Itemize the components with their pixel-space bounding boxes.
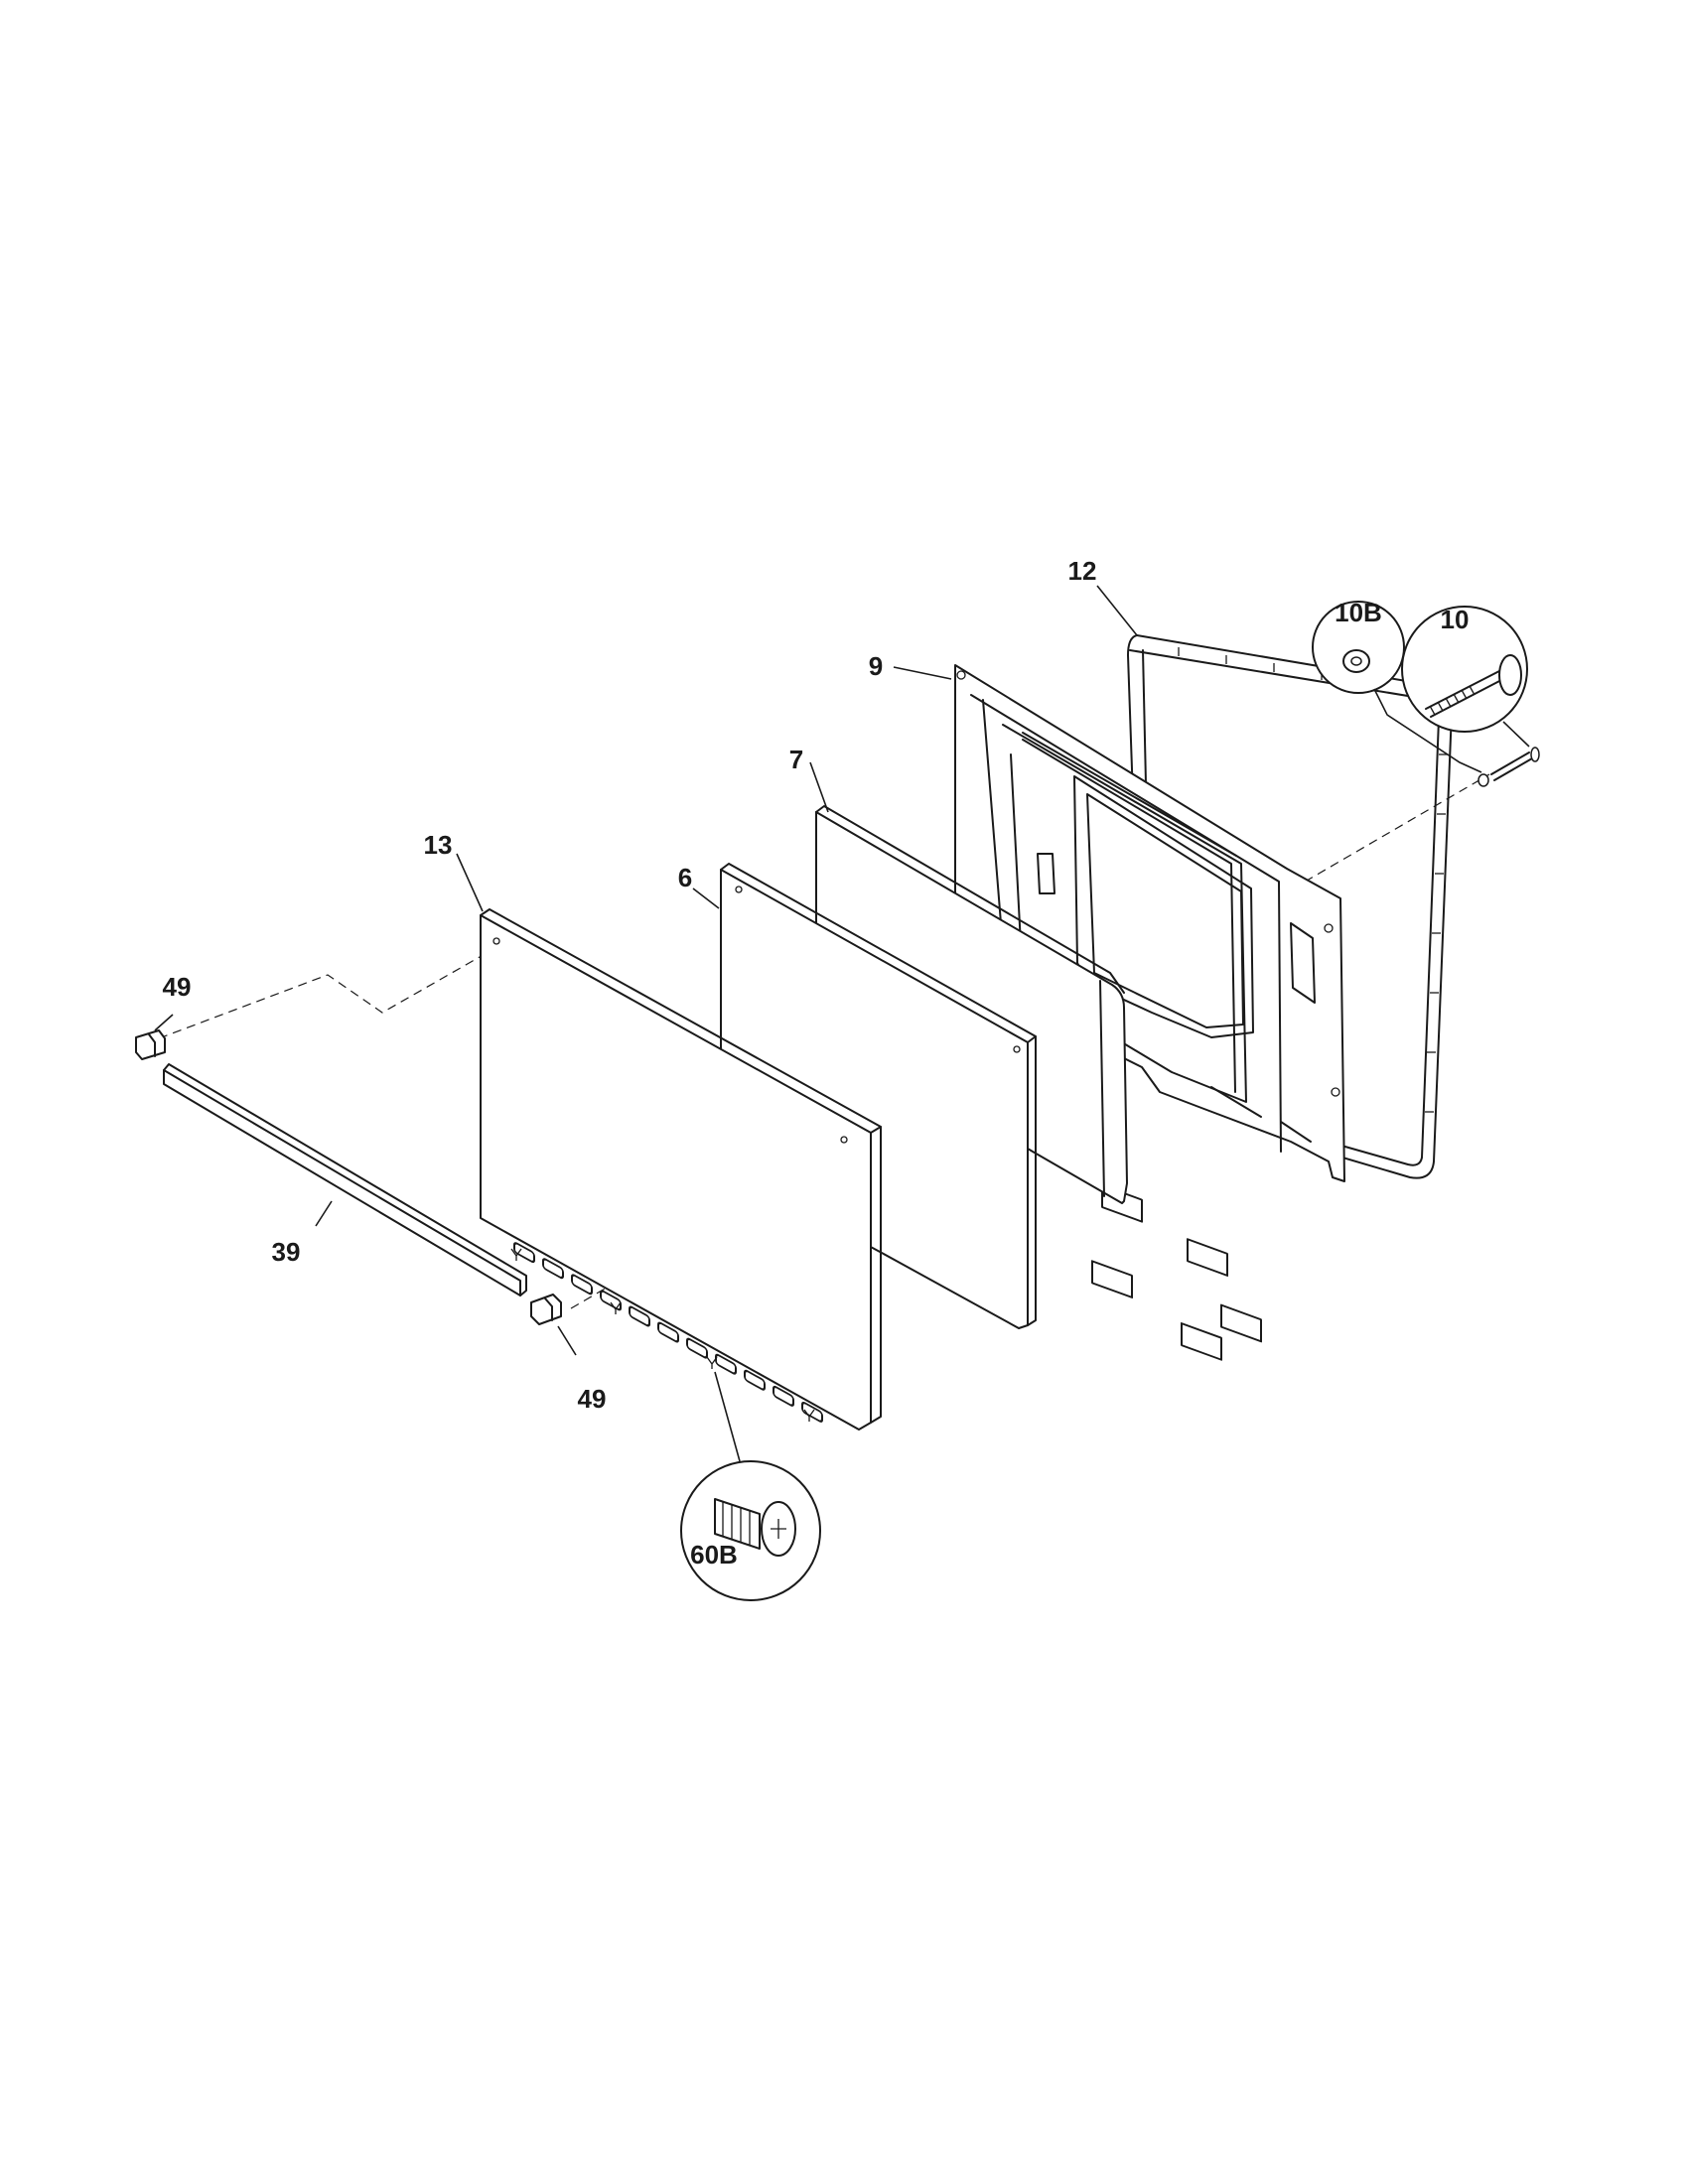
label-49-bottom: 49 [578, 1384, 607, 1414]
trim-strip[interactable] [163, 1063, 527, 1297]
label-60B: 60B [690, 1540, 738, 1570]
label-9: 9 [869, 651, 883, 681]
end-cap-left[interactable] [135, 1029, 166, 1060]
label-49-top: 49 [163, 972, 192, 1002]
alignment-lines [158, 773, 1490, 1309]
part-labels: 12 9 7 6 13 49 39 49 10B 10 60B [163, 556, 1470, 1570]
label-13: 13 [424, 830, 453, 860]
label-12: 12 [1068, 556, 1097, 586]
label-7: 7 [789, 745, 803, 774]
label-10B: 10B [1335, 598, 1382, 627]
washer-detail[interactable] [1312, 601, 1482, 773]
vent-slots [513, 1242, 823, 1423]
outer-door-panel[interactable] [480, 908, 882, 1431]
panel-screws [510, 1248, 815, 1422]
glass-panel[interactable] [720, 863, 1037, 1329]
bolt-detail[interactable] [1401, 606, 1540, 787]
label-10: 10 [1441, 605, 1470, 634]
end-cap-right[interactable] [530, 1294, 562, 1325]
leader-lines [154, 585, 1138, 1356]
label-39: 39 [272, 1237, 301, 1267]
label-6: 6 [678, 863, 692, 892]
screw-detail[interactable] [680, 1371, 821, 1601]
